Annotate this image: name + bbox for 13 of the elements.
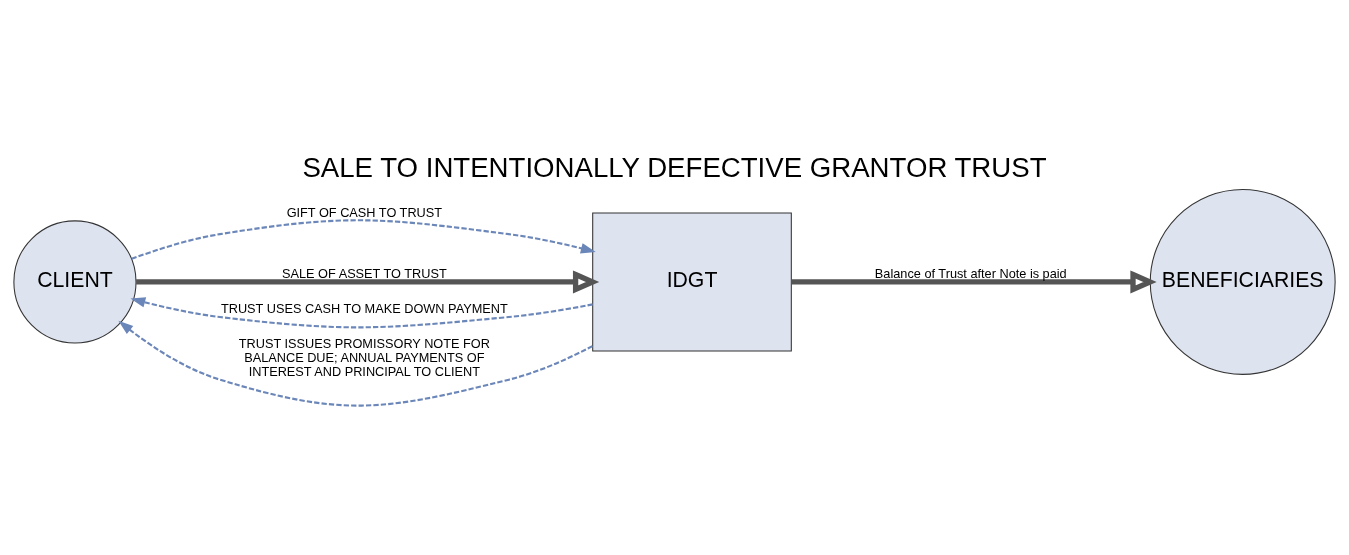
arrow [130, 296, 593, 328]
edge-label: GIFT OF CASH TO TRUST [286, 204, 443, 220]
arrow [131, 218, 596, 260]
edge-label: Balance of Trust after Note is paid [874, 265, 1067, 281]
arrow [118, 320, 593, 407]
edge-label: SALE OF ASSET TO TRUST [282, 265, 447, 281]
node-circle: BENEFICIARIES [1149, 188, 1336, 375]
diagram-title: SALE TO INTENTIONALLY DEFECTIVE GRANTOR TRUST [302, 151, 1047, 183]
node-box: IDGT [592, 211, 792, 351]
edge-label: TRUST ISSUES PROMISSORY NOTE FOR BALANCE DUE; ANNUAL PAYMENTS OF INTEREST AND PRINCIPAL TO CLIENT [238, 335, 490, 379]
arrow [136, 269, 600, 293]
edge-label: TRUST USES CASH TO MAKE DOWN PAYMENT [220, 300, 508, 316]
arrow [791, 269, 1157, 293]
